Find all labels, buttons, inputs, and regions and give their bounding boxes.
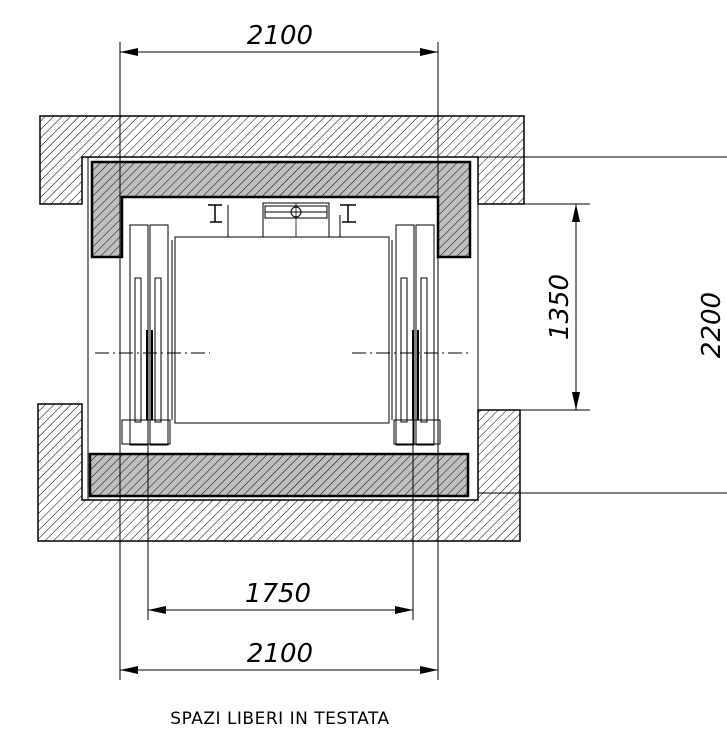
dim-label-bottom-2100: 2100 xyxy=(247,639,313,669)
extension-lines xyxy=(119,42,727,680)
car-cabin xyxy=(174,236,390,424)
dim-label-1350: 1350 xyxy=(545,274,575,340)
shaft-inner-outline xyxy=(87,156,479,501)
pulley-assembly xyxy=(208,202,356,238)
left-door-panels xyxy=(121,224,171,446)
dim-label-2200: 2200 xyxy=(697,292,727,358)
right-door-panels xyxy=(393,224,441,446)
dim-label-top-2100: 2100 xyxy=(247,21,313,51)
dim-label-1750: 1750 xyxy=(245,579,311,609)
drawing-caption: SPAZI LIBERI IN TESTATA xyxy=(170,709,389,729)
bottom-slab xyxy=(88,452,470,498)
